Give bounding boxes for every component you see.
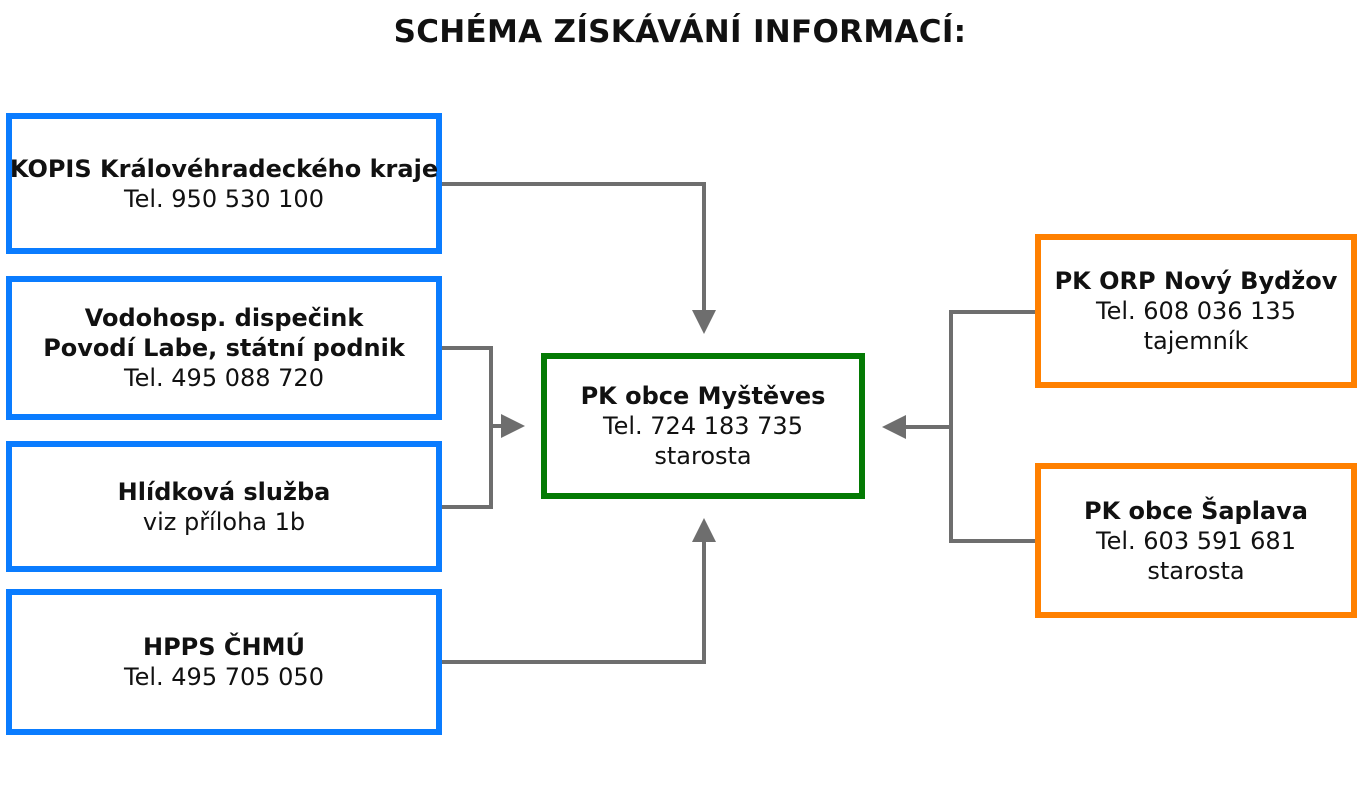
source-box-vodohosp: Vodohosp. dispečink Povodí Labe, státní …: [6, 276, 442, 420]
diagram-title: SCHÉMA ZÍSKÁVÁNÍ INFORMACÍ:: [393, 14, 967, 50]
center-role: starosta: [654, 442, 752, 470]
connector-hpps-to-center: [441, 518, 716, 664]
source-name: KOPIS Královéhradeckého kraje: [9, 154, 439, 183]
center-box-mysteves: PK obce Myštěves Tel. 724 183 735 staros…: [541, 353, 865, 499]
source-name: Hlídková služba: [117, 477, 331, 506]
source-name-line1: Vodohosp. dispečink: [84, 304, 364, 332]
center-name: PK obce Myštěves: [580, 382, 826, 410]
neighbor-name: PK obce Šaplava: [1084, 496, 1308, 525]
neighbor-box-orp-novy-bydzov: PK ORP Nový Bydžov Tel. 608 036 135 taje…: [1035, 234, 1357, 388]
source-phone: Tel. 495 088 720: [124, 364, 324, 392]
center-phone: Tel. 724 183 735: [603, 412, 803, 440]
source-name: HPPS ČHMÚ: [143, 633, 305, 661]
source-box-kopis: KOPIS Královéhradeckého kraje Tel. 950 5…: [6, 113, 442, 254]
connector-vodohosp-bracket: [441, 346, 493, 509]
source-phone: Tel. 950 530 100: [124, 184, 324, 213]
source-detail: viz příloha 1b: [142, 507, 306, 536]
source-box-hlidkova: Hlídková služba viz příloha 1b: [6, 441, 442, 572]
neighbor-role: tajemník: [1143, 327, 1249, 355]
connector-neighbors-bracket: [949, 310, 1038, 543]
neighbor-phone: Tel. 608 036 135: [1096, 297, 1296, 325]
source-box-hpps: HPPS ČHMÚ Tel. 495 705 050: [6, 589, 442, 735]
neighbor-phone: Tel. 603 591 681: [1096, 526, 1296, 555]
source-phone: Tel. 495 705 050: [124, 663, 324, 691]
neighbor-role: starosta: [1147, 556, 1245, 585]
neighbor-box-saplava: PK obce Šaplava Tel. 603 591 681 starost…: [1035, 463, 1357, 618]
source-name-line2: Povodí Labe, státní podnik: [43, 334, 405, 362]
connector-kopis-to-center: [441, 182, 716, 334]
neighbor-name: PK ORP Nový Bydžov: [1054, 267, 1338, 295]
